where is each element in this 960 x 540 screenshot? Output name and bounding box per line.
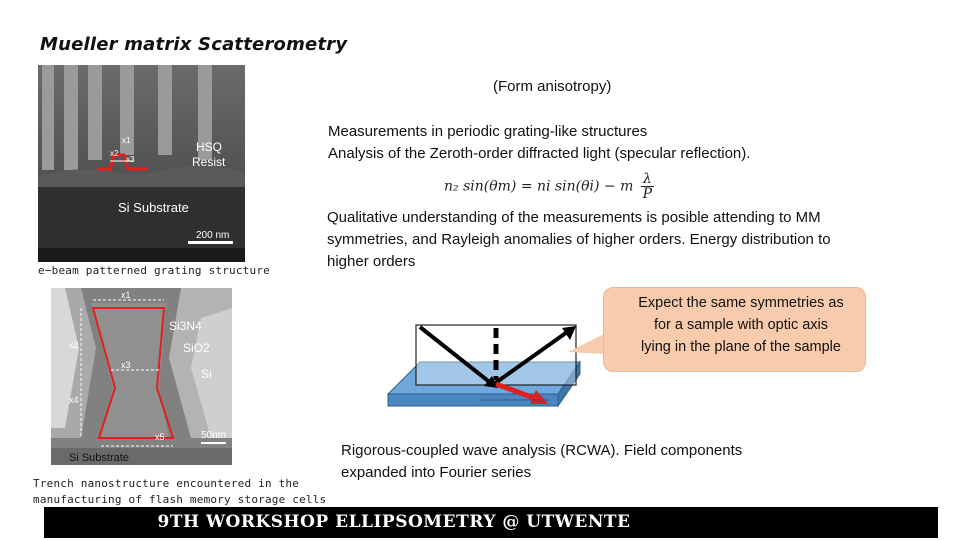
sem1-x1: x1 (122, 136, 131, 145)
caption-grating: e−beam patterned grating structure (38, 264, 270, 277)
reflection-diagram (380, 300, 620, 430)
sem2-x5: x5 (155, 432, 165, 442)
caption-trench-line2: manufacturing of flash memory storage ce… (33, 493, 327, 506)
footer-bar (44, 507, 938, 538)
rcwa-text: Rigorous-coupled wave analysis (RCWA). F… (341, 440, 742, 484)
sem2-label-si: Si (201, 367, 212, 381)
callout-line3: lying in the plane of the sample (641, 339, 841, 355)
callout-text: Expect the same symmetries as for a samp… (614, 292, 868, 358)
caption-trench-line1: Trench nanostructure encountered in the (33, 477, 300, 490)
footer-text: 9TH WORKSHOP ELLIPSOMETRY @ UTWENTE (157, 512, 631, 532)
caption-trench: Trench nanostructure encountered in the … (33, 476, 326, 508)
sem2-x2: x2 (69, 340, 79, 350)
subtitle-form-anisotropy: (Form anisotropy) (493, 78, 612, 95)
sem-image-trench: Si3N4 SiO2 Si Si Substrate 50nm x1 x2 x3… (51, 288, 232, 465)
grating-equation-numerator: λ (640, 171, 654, 187)
sem-grating-illustration: HSQ Resist Si Substrate 200 nm x1 x2 x3 (38, 65, 245, 262)
sem1-x3: x3 (126, 155, 135, 164)
sem2-x4: x4 (69, 395, 79, 405)
callout-pointer (568, 330, 608, 364)
qualitative-line2: symmetries, and Rayleigh anomalies of hi… (327, 231, 831, 248)
grating-equation-lhs: n₂ sin(θm) = ni sin(θi) − m (444, 178, 634, 195)
sem2-x3: x3 (121, 360, 131, 370)
sem2-label-si3n4: Si3N4 (169, 319, 202, 333)
measurements-line1: Measurements in periodic grating-like st… (328, 123, 648, 140)
sem-image-grating: HSQ Resist Si Substrate 200 nm x1 x2 x3 (38, 65, 245, 262)
sem1-scale-label: 200 nm (196, 230, 229, 241)
rcwa-line2: expanded into Fourier series (341, 464, 532, 481)
qualitative-line3: higher orders (327, 253, 416, 270)
sem-trench-illustration: Si3N4 SiO2 Si Si Substrate 50nm x1 x2 x3… (51, 288, 232, 465)
sem2-label-sio2: SiO2 (183, 341, 210, 355)
sem1-label-substrate: Si Substrate (118, 200, 189, 215)
qualitative-text: Qualitative understanding of the measure… (327, 207, 907, 273)
grating-equation: n₂ sin(θm) = ni sin(θi) − m λ P (444, 172, 654, 201)
measurements-text: Measurements in periodic grating-like st… (328, 121, 750, 165)
sem2-label-substrate: Si Substrate (69, 452, 129, 464)
callout-line2: for a sample with optic axis (653, 317, 829, 333)
rcwa-line1: Rigorous-coupled wave analysis (RCWA). F… (341, 442, 743, 459)
sem1-label-hsq: HSQ (196, 140, 222, 154)
measurements-line2: Analysis of the Zeroth-order diffracted … (328, 145, 751, 162)
sem2-scale-label: 50nm (201, 430, 226, 441)
slide-title: Mueller matrix Scatterometry (40, 34, 348, 55)
callout-line1: Expect the same symmetries as (638, 295, 844, 311)
reflection-diagram-svg (386, 324, 581, 408)
sem2-x1: x1 (121, 290, 131, 300)
qualitative-line1: Qualitative understanding of the measure… (327, 209, 821, 226)
sem1-x2: x2 (110, 149, 119, 158)
sem1-label-resist: Resist (192, 155, 226, 169)
grating-equation-denominator: P (642, 186, 652, 202)
callout-box (603, 287, 866, 372)
